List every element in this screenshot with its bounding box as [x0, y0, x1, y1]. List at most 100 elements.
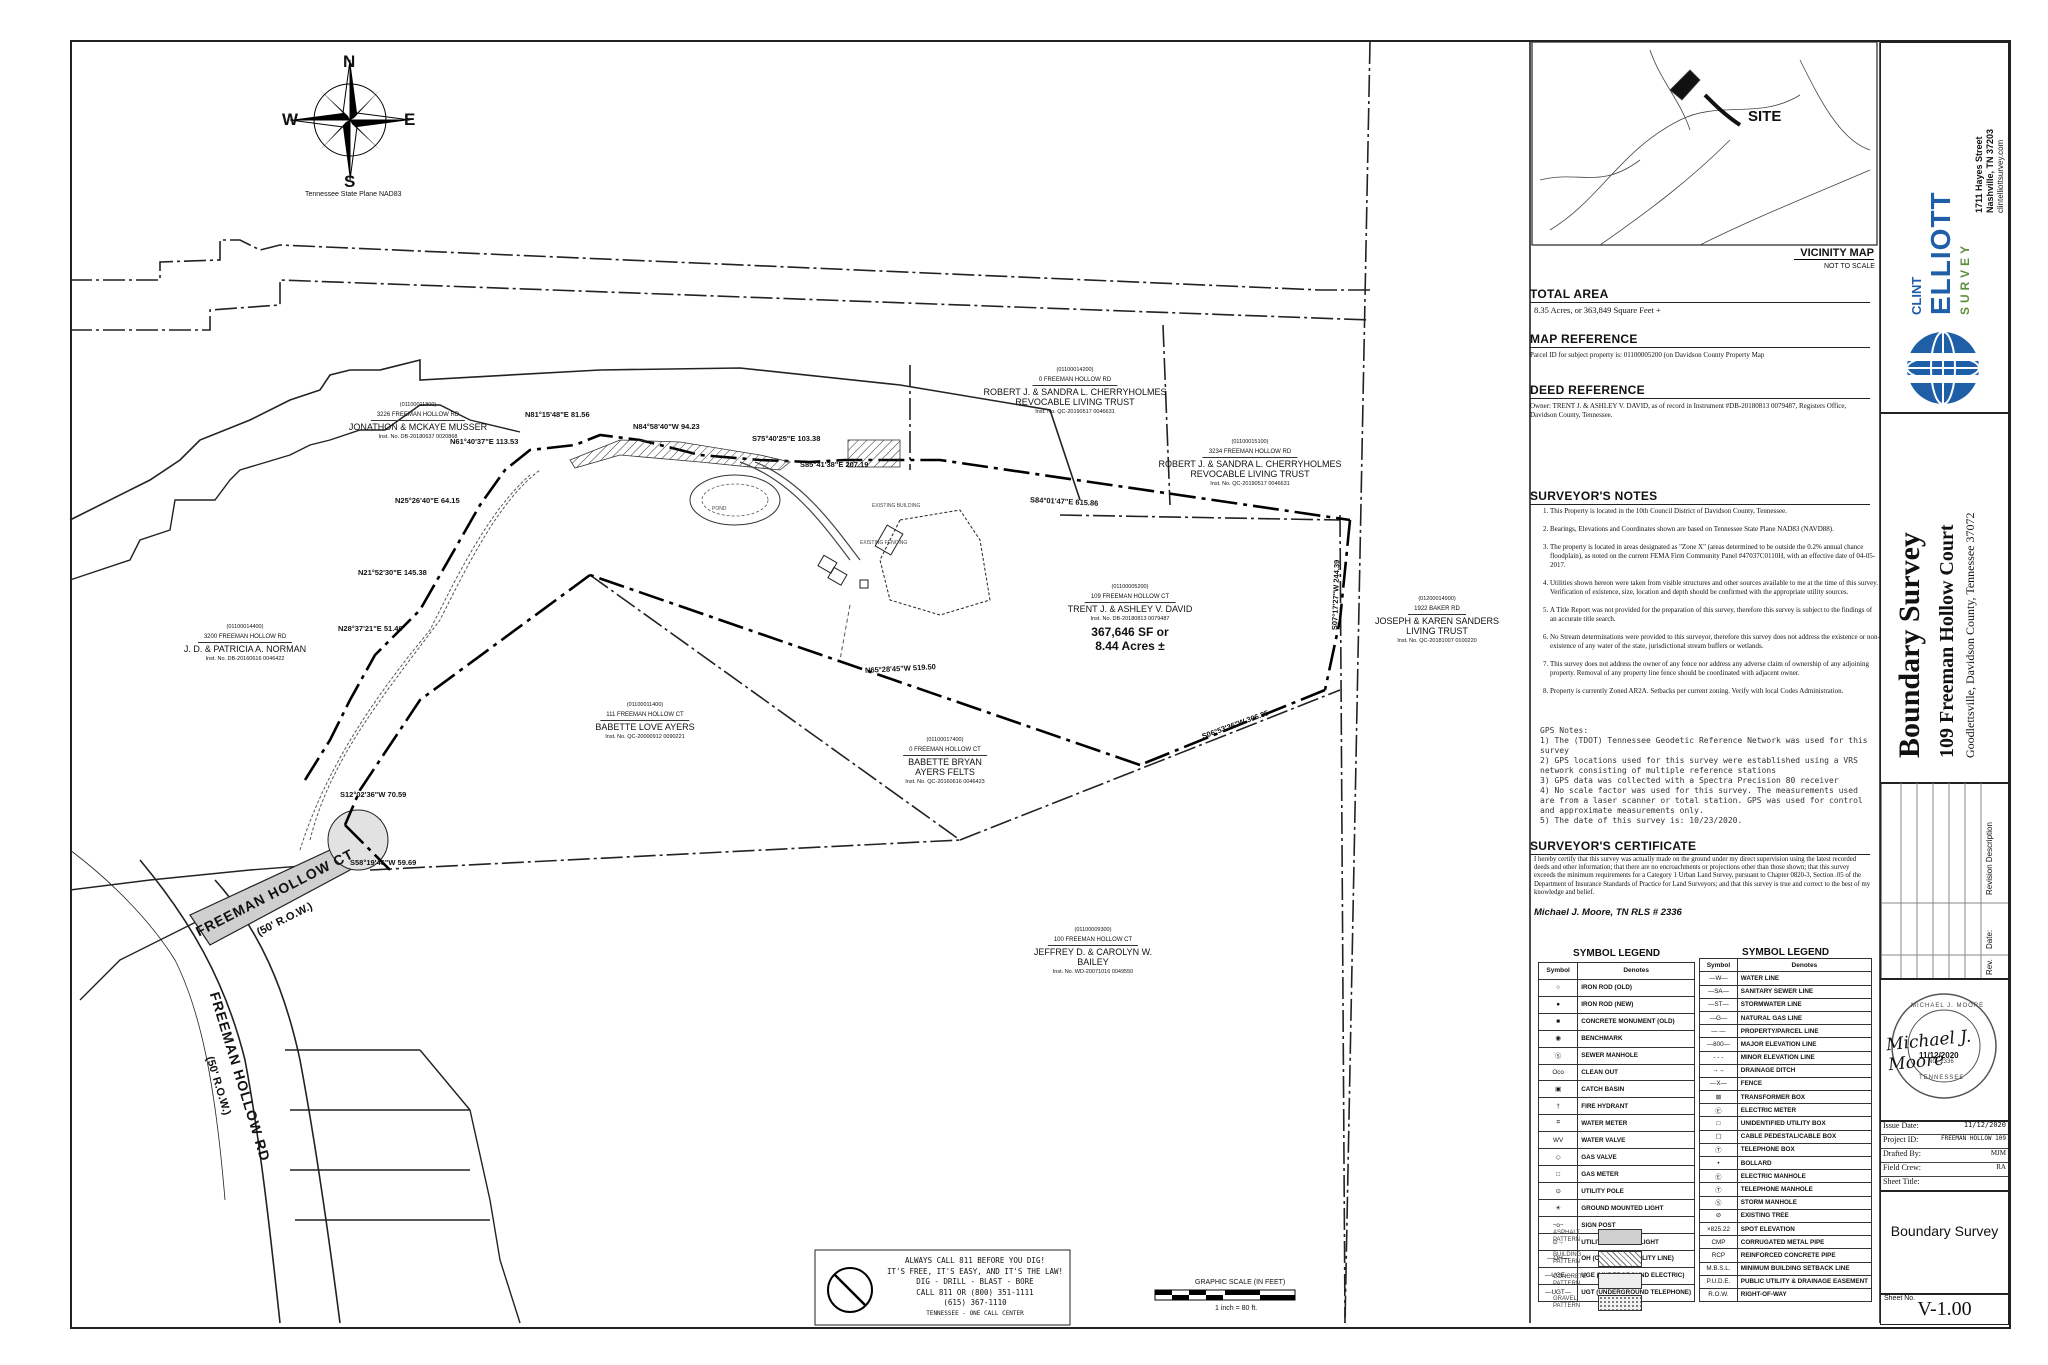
call811-text: ALWAYS CALL 811 BEFORE YOU DIG!IT'S FREE… [886, 1256, 1064, 1317]
seal-block: MICHAEL J. MOORE TENNESSEE NO. 2336 Mich… [1880, 978, 2009, 1122]
concrete-swatch [1598, 1273, 1642, 1289]
info-block: Issue Date:11/12/2020 Project ID:FREEMAN… [1880, 1120, 2009, 1192]
scale-title: GRAPHIC SCALE (IN FEET) [1195, 1279, 1286, 1286]
vicinity-title: VICINITY MAP [1794, 247, 1874, 260]
parcel-line-north-2 [70, 279, 1371, 331]
parcel-line-east [1344, 41, 1371, 1324]
drawing-sheet [70, 40, 2011, 1329]
deed-reference-text: Owner: TRENT J. & ASHLEY V. DAVID, as of… [1530, 402, 1847, 419]
project-address: 109 Freeman Hollow Court [1936, 524, 1958, 759]
deed-reference-heading: DEED REFERENCE [1530, 383, 1870, 399]
freeman-hollow-rd [69, 849, 341, 1324]
pond-outline [689, 474, 781, 526]
compass-w: W [282, 110, 299, 129]
asphalt-swatch [1598, 1229, 1642, 1245]
bearing-6: N25°26'40"E 64.15 [395, 496, 460, 505]
vicinity-scale: NOT TO SCALE [1824, 263, 1875, 270]
road-edge [79, 919, 201, 1001]
cul-de-sac [327, 809, 389, 871]
seal-no: NO. 2336 [1928, 1059, 1954, 1065]
firm-clint: CLINT [1909, 276, 1924, 315]
bearing-1: N81°15'48"E 81.56 [525, 410, 590, 419]
project-block: Boundary Survey 109 Freeman Hollow Court… [1880, 412, 2009, 784]
firm-elliott: ELLIOTT [1925, 191, 1956, 315]
fencing-label: EXISTING FENCING [860, 540, 908, 546]
parcel-line-bailey [369, 839, 961, 871]
certificate-heading: SURVEYOR'S CERTIFICATE [1530, 839, 1870, 855]
parcel-line-cherry2 [1162, 324, 1171, 506]
rev-label: Rev. [1985, 959, 1994, 975]
bearing-10: S12°02'36"W 70.59 [340, 790, 407, 799]
firm-block: CLINT ELLIOTT SURVEY 1711 Hayes Street N… [1880, 42, 2009, 414]
firm-street: 1711 Hayes Street [1974, 136, 1984, 213]
firm-logo-icon [1903, 331, 1983, 405]
parcel-line-ayers [589, 574, 961, 841]
scale-text: 1 inch = 80 ft. [1215, 1305, 1258, 1312]
parcel-line-sanders [1059, 514, 1341, 521]
vicinity-site: SITE [1748, 108, 1782, 125]
parcel-line-bailey2 [959, 689, 1341, 841]
total-area-text: 8.35 Acres, or 363,849 Square Feet + [1534, 305, 1661, 315]
call811-box [814, 1249, 1071, 1326]
graphic-scale [1154, 1289, 1296, 1301]
compass-e: E [404, 110, 416, 129]
rev-date-label: Date: [1985, 929, 1994, 949]
gravel-swatch [1598, 1295, 1642, 1311]
compass-n: N [343, 52, 356, 71]
compass-s: S [344, 172, 356, 191]
surveyors-notes-heading: SURVEYOR'S NOTES [1530, 489, 1870, 505]
bearing-3: N84°58'40"W 94.23 [633, 422, 700, 431]
surveyor-seal-icon [1891, 993, 1997, 1099]
pond-label: POND [712, 506, 727, 512]
project-city: Goodlettsville, Davidson County, Tenness… [1963, 512, 1977, 758]
sheet-no: V-1.00 [1917, 1298, 1972, 1320]
certificate-signer: Michael J. Moore, TN RLS # 2336 [1534, 907, 1682, 918]
subject-boundary [303, 433, 1352, 871]
compass-caption: Tennessee State Plane NAD83 [305, 191, 402, 198]
sheet-title-block: Boundary Survey [1880, 1190, 2009, 1295]
sheet-no-label: Sheet No. [1884, 1295, 1916, 1302]
certificate-text: I hereby certify that this survey was ac… [1534, 856, 1871, 896]
total-area-heading: TOTAL AREA [1530, 287, 1870, 303]
project-title: Boundary Survey [1893, 532, 1926, 758]
seal-date: 11/12/2020 [1919, 1051, 1959, 1060]
bearing-8: N28°37'21"E 51.40 [338, 624, 403, 633]
firm-survey: SURVEY [1958, 241, 1972, 315]
parcel-line-east2 [1339, 514, 1346, 1324]
sheet-no-block: Sheet No. V-1.00 [1880, 1293, 2009, 1325]
firm-city: Nashville, TN 37203 [1985, 128, 1995, 213]
neighbor-outline [69, 404, 521, 581]
pattern-legend: ASPHALT PATTERN BUILDING PATTERN CONCRET… [1553, 1226, 1673, 1314]
gps-notes: GPS Notes: 1) The (TDOT) Tennessee Geode… [1540, 726, 1868, 825]
shed-hatch [847, 439, 901, 468]
rev-desc-label: Revision Description [1985, 822, 1994, 895]
bearing-11: S58°19'46"W 59.69 [350, 858, 417, 867]
map-reference-heading: MAP REFERENCE [1530, 332, 1870, 348]
bearing-2: N61°40'37"E 113.53 [450, 437, 519, 446]
building-swatch [1598, 1251, 1642, 1267]
bearing-5: S85°41'38"E 207.19 [800, 460, 869, 469]
surveyors-notes-list: This Property is located in the 10th Cou… [1530, 507, 1880, 705]
buildings [817, 509, 991, 616]
vicinity-map-drawing [1531, 41, 1878, 246]
bearing-4: S75°40'25"E 103.38 [752, 434, 821, 443]
bearing-7: N21°52'30"E 145.38 [358, 568, 427, 577]
parcel-line-north-1 [70, 239, 1370, 291]
seal-state: TENNESSEE [1919, 1075, 1965, 1081]
parcel-line-north-3 [69, 358, 1081, 521]
sheet-title: Boundary Survey [1890, 1223, 1999, 1239]
north-arrow [289, 59, 411, 181]
building-label: EXISTING BUILDING [872, 503, 921, 509]
